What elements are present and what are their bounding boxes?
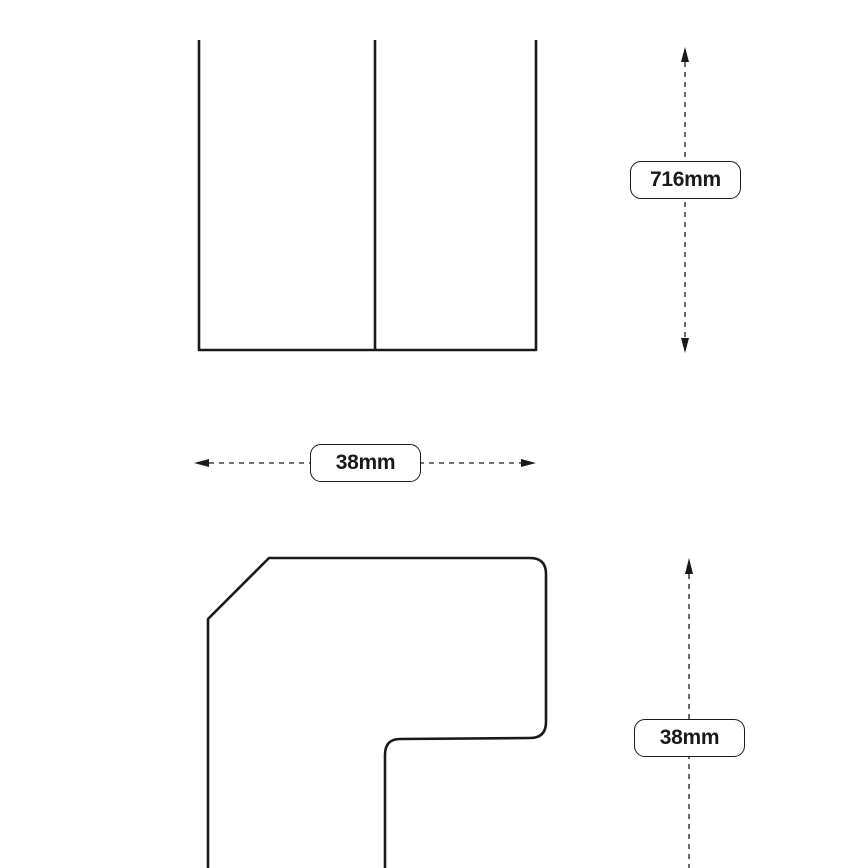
width-arrow-left: [194, 459, 209, 467]
width-dimension: [194, 459, 536, 467]
depth-arrow-top: [685, 558, 693, 574]
width-arrow-right: [521, 459, 536, 467]
length-arrow-top: [681, 47, 689, 62]
elevation-outline: [197, 40, 538, 352]
depth-label: 38mm: [634, 719, 745, 757]
front-elevation: [197, 40, 538, 352]
length-dimension: [681, 47, 689, 353]
width-label: 38mm: [310, 444, 421, 482]
profile-outline: [206, 556, 548, 868]
depth-dimension: [685, 558, 693, 868]
length-label: 716mm: [630, 161, 741, 199]
cross-section-profile: [206, 556, 548, 868]
length-arrow-bottom: [681, 338, 689, 353]
